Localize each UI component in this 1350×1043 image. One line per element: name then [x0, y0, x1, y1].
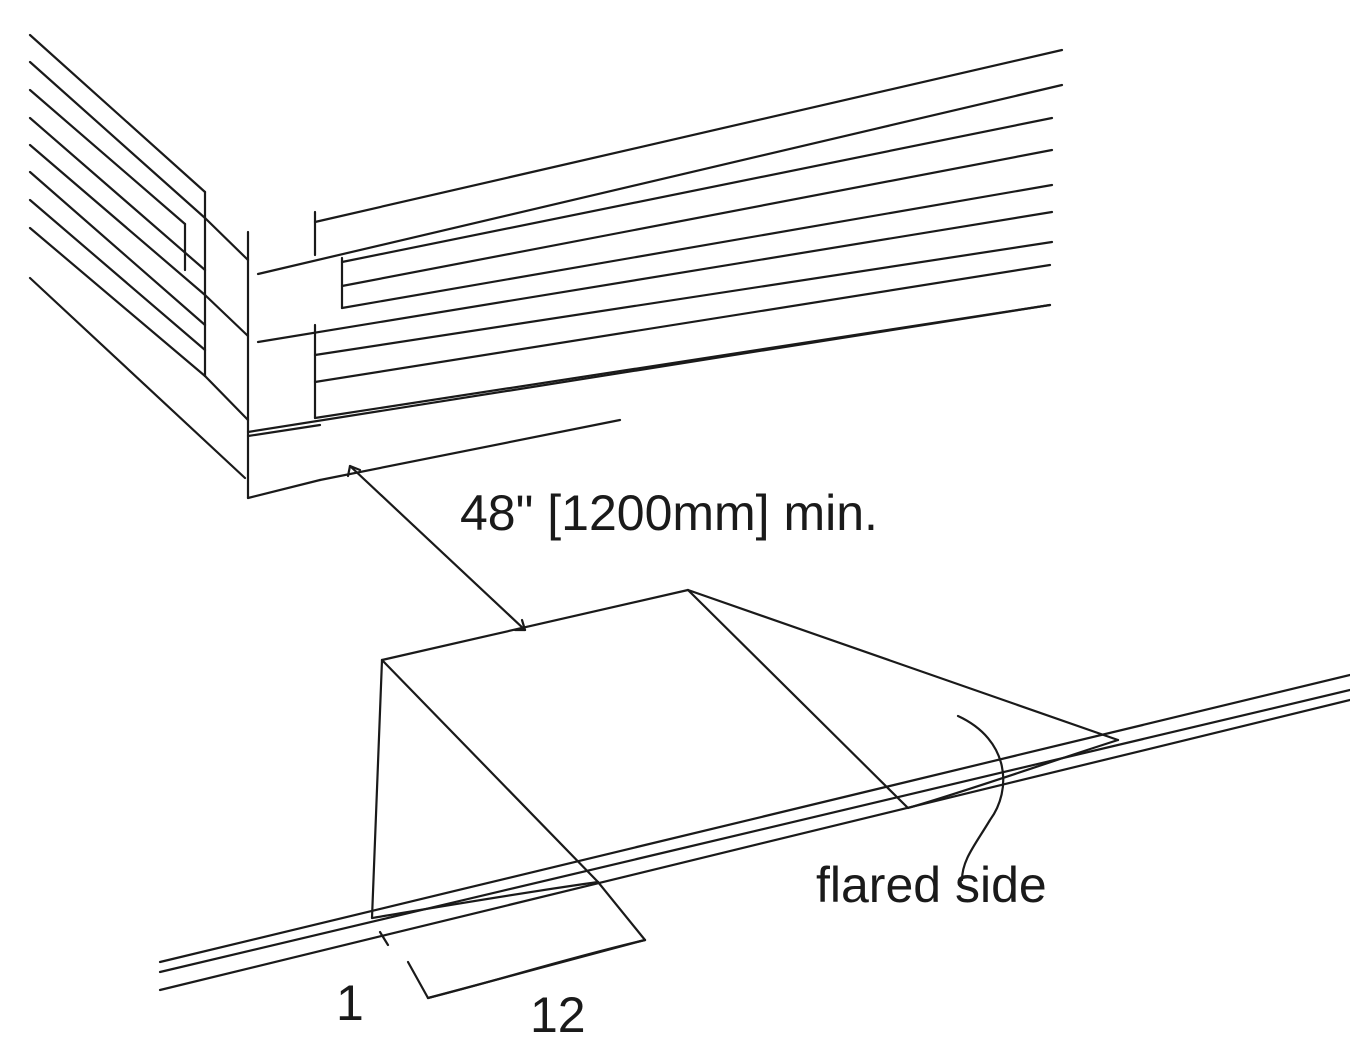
curb-ramp: [370, 588, 1120, 1000]
street-curb: [158, 673, 1350, 992]
building-corner: [203, 216, 322, 500]
clearance-dimension-arrow: [346, 464, 527, 632]
slope-leader: [378, 930, 390, 947]
clearance-dimension-label: 48" [1200mm] min.: [460, 485, 878, 541]
building-left-wall: [28, 33, 247, 480]
slope-run-label: 12: [530, 987, 586, 1043]
slope-rise-label: 1: [336, 975, 364, 1031]
flared-side-label: flared side: [816, 857, 1047, 913]
flared-side-leader: [956, 714, 1005, 882]
building-right-wall: [246, 48, 1064, 482]
